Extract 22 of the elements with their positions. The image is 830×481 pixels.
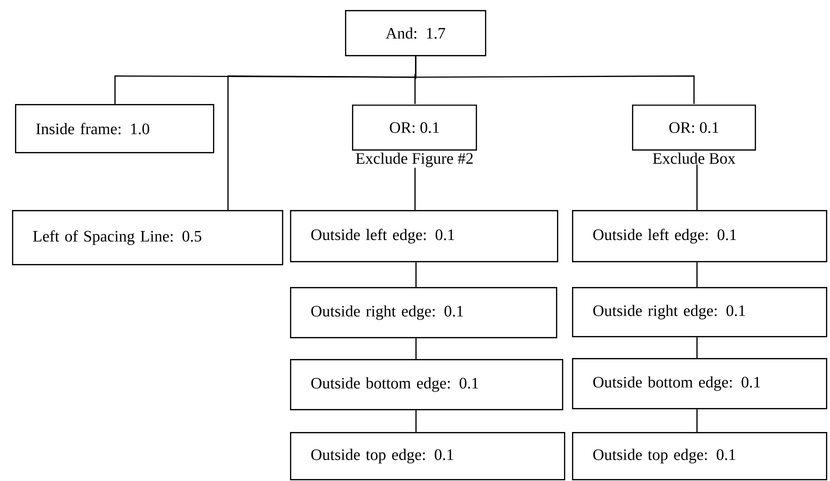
operator-box: OR: 0.1 Exclude Box — [632, 104, 756, 164]
connector-line — [414, 168, 416, 210]
process-box: Outside bottom edge: 0.1 — [572, 358, 828, 410]
connector-line — [415, 410, 417, 432]
connector-line — [696, 409, 698, 432]
process-box: Outside bottom edge: 0.1 — [290, 358, 564, 410]
connector-line — [415, 56, 695, 104]
connector-line — [415, 262, 417, 287]
process-box: Inside frame: 1.0 — [15, 104, 214, 154]
process-box: Outside top edge: 0.1 — [290, 432, 566, 480]
connector-line — [696, 262, 698, 287]
operator-box: OR: 0.1 Exclude Figure #2 — [352, 104, 477, 168]
process-box: Outside right edge: 0.1 — [290, 287, 558, 338]
process-box: Outside right edge: 0.1 — [572, 287, 828, 338]
connector-line — [696, 164, 698, 210]
process-box: Outside top edge: 0.1 — [572, 432, 828, 480]
process-box: Left of Spacing Line: 0.5 — [12, 210, 284, 266]
connector-line — [696, 337, 698, 358]
process-box: Outside left edge: 0.1 — [572, 210, 828, 262]
process-box: And: 1.7 — [345, 10, 486, 56]
connector-line — [415, 338, 417, 359]
process-box: Outside left edge: 0.1 — [290, 210, 558, 262]
